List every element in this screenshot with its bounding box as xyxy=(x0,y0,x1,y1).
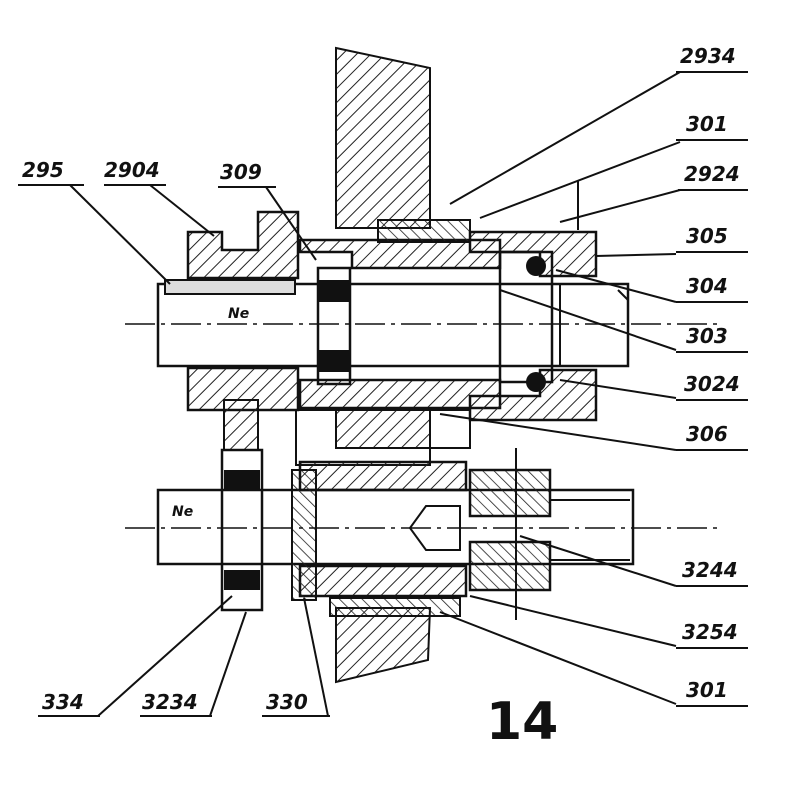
gear-2904-upper xyxy=(186,210,300,280)
callout-3024: 3024 xyxy=(684,372,740,396)
top-input-shaft xyxy=(156,282,630,368)
gear-2934 xyxy=(377,219,471,243)
callout-3244: 3244 xyxy=(682,558,738,582)
callout-295: 295 xyxy=(22,158,64,182)
bottom-hub-upper xyxy=(298,460,468,492)
callout-2924: 2924 xyxy=(684,162,740,186)
housing-wall-bottom xyxy=(335,607,432,684)
callout-309: 309 xyxy=(220,160,262,184)
seal-3254 xyxy=(329,597,461,617)
callout-303: 303 xyxy=(686,324,728,348)
ball-304-top xyxy=(526,256,546,276)
shaft-label-top: Ne xyxy=(228,306,250,322)
callout-304: 304 xyxy=(686,274,728,298)
callout-301-top: 301 xyxy=(686,112,728,136)
callout-3234: 3234 xyxy=(142,690,198,714)
callout-2904: 2904 xyxy=(104,158,160,182)
gear-334 xyxy=(220,448,264,612)
callout-2934: 2934 xyxy=(680,44,736,68)
figure-number: 14 xyxy=(486,692,559,752)
shaft-label-bottom: Ne xyxy=(172,504,194,520)
callout-306: 306 xyxy=(686,422,728,446)
housing-block-middle xyxy=(295,409,471,466)
callout-305: 305 xyxy=(686,224,728,248)
center-cone xyxy=(408,505,461,551)
callout-334: 334 xyxy=(42,690,84,714)
ring-330 xyxy=(291,469,317,601)
gear-3234-hub xyxy=(223,399,259,451)
callout-301-bottom: 301 xyxy=(686,678,728,702)
cover-305-upper xyxy=(468,230,598,278)
bottom-hub-lower xyxy=(298,564,468,598)
housing-wall-middle xyxy=(335,407,431,449)
leader-lines xyxy=(18,71,748,717)
gear-3244-lower xyxy=(468,540,552,592)
callout-3254: 3254 xyxy=(682,620,738,644)
bottom-output-shaft xyxy=(156,488,635,566)
key-295 xyxy=(164,279,296,295)
housing-wall-top xyxy=(335,46,431,229)
gear-3244-upper xyxy=(468,468,552,518)
callout-330: 330 xyxy=(266,690,308,714)
